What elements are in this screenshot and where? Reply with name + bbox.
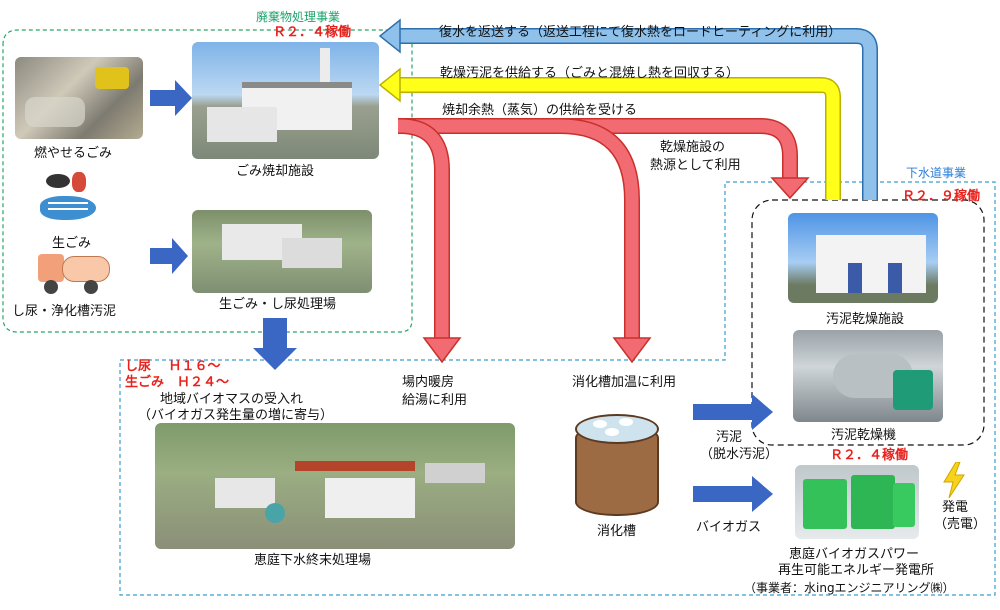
- lightning-icon: [943, 462, 965, 498]
- steam-to-heating-arrowhead: [422, 337, 462, 364]
- namagomi-status: 生ごみ Ｈ２４～: [125, 375, 230, 390]
- sewage-business-boundary: [119, 181, 996, 596]
- steam-to-heating-arrow: [399, 119, 449, 340]
- heat-source-label-2: 熱源として利用: [650, 158, 741, 173]
- waste-business-boundary: [2, 29, 413, 333]
- steam-to-dryer-arrow: [398, 119, 797, 180]
- dryer-machine-label: 汚泥乾燥機: [831, 428, 897, 443]
- burnable-to-incinerator-arrow: [150, 80, 192, 116]
- return-water-arrow: [398, 29, 877, 200]
- steam-label: 焼却余熱（蒸気）の供給を受ける: [442, 103, 638, 118]
- sewage-plant-photo: [155, 423, 515, 549]
- biogas-label: バイオガス: [696, 520, 762, 535]
- burnable-waste-photo: [15, 57, 143, 139]
- heating-label-2: 給湯に利用: [402, 393, 468, 408]
- raw-garbage-plant-photo: [192, 210, 372, 293]
- biogas-power-label-2: 再生可能エネルギー発電所: [778, 563, 935, 578]
- dryer-facility-photo: [788, 213, 938, 303]
- biogas-status: Ｒ２．４稼働: [830, 448, 909, 463]
- dried-sludge-arrow: [398, 78, 840, 200]
- shinyo-status: し尿 Ｈ１６～: [125, 359, 221, 374]
- waste-business-header: 廃棄物処理事業: [256, 10, 341, 24]
- biomass-label-1: 地域バイオマスの受入れ: [160, 392, 304, 407]
- digester-label: 消化槽: [597, 524, 637, 539]
- garbage-to-plant-arrow: [150, 238, 188, 274]
- incinerator-photo: [192, 42, 379, 159]
- biogas-power-label-3: （事業者：水ingエンジニアリング㈱）: [744, 581, 955, 595]
- small-flow-arrows: [150, 80, 773, 512]
- power-label-2: （売電）: [934, 517, 987, 532]
- digester-heat-label: 消化槽加温に利用: [572, 375, 677, 390]
- raw-plant-label: 生ごみ・し尿処理場: [219, 297, 337, 312]
- steam-to-digester-arrowhead: [612, 337, 652, 364]
- dryer-facility-label: 汚泥乾燥施設: [826, 312, 905, 327]
- night-soil-label: し尿・浄化槽汚泥: [12, 304, 117, 319]
- biomass-label-2: （バイオガス発生量の増に寄与）: [138, 408, 334, 423]
- vacuum-truck-illustration: [38, 248, 110, 294]
- dried-sludge-label: 乾燥汚泥を供給する（ごみと混焼し熱を回収する）: [440, 66, 740, 81]
- biogas-power-label-1: 恵庭バイオガスパワー: [789, 547, 920, 562]
- sludge-to-dryer-arrow: [693, 394, 773, 430]
- dryer-status: Ｒ２．９稼働: [902, 189, 981, 204]
- raw-garbage-illustration: [40, 172, 100, 234]
- sludge-label-2: （脱水汚泥）: [700, 447, 779, 462]
- return-water-arrowhead: [378, 18, 401, 54]
- sewage-business-header: 下水道事業: [906, 166, 967, 180]
- steam-to-dryer-arrowhead: [770, 177, 810, 200]
- return-water-label: 復水を返送する（返送工程にて復水熱をロードヒーティングに利用）: [439, 25, 842, 40]
- heating-label-1: 場内暖房: [402, 375, 455, 390]
- dryer-machine-photo: [793, 330, 943, 422]
- raw-garbage-label: 生ごみ: [52, 236, 92, 251]
- power-label-1: 発電: [942, 500, 969, 515]
- biogas-to-power-arrow: [693, 476, 773, 512]
- dried-sludge-arrowhead: [378, 67, 401, 103]
- sewage-plant-label: 恵庭下水終末処理場: [254, 553, 372, 568]
- heat-source-label-1: 乾燥施設の: [660, 140, 726, 155]
- biogas-generator-photo: [795, 465, 919, 539]
- steam-to-digester-arrow: [559, 119, 639, 340]
- incinerator-label: ごみ焼却施設: [236, 164, 315, 179]
- plant-to-sewage-arrow: [253, 318, 297, 370]
- digester-illustration: [573, 414, 659, 518]
- burnable-waste-label: 燃やせるごみ: [34, 146, 113, 161]
- sludge-label-1: 汚泥: [716, 430, 743, 445]
- incinerator-status: Ｒ２．４稼働: [273, 25, 352, 40]
